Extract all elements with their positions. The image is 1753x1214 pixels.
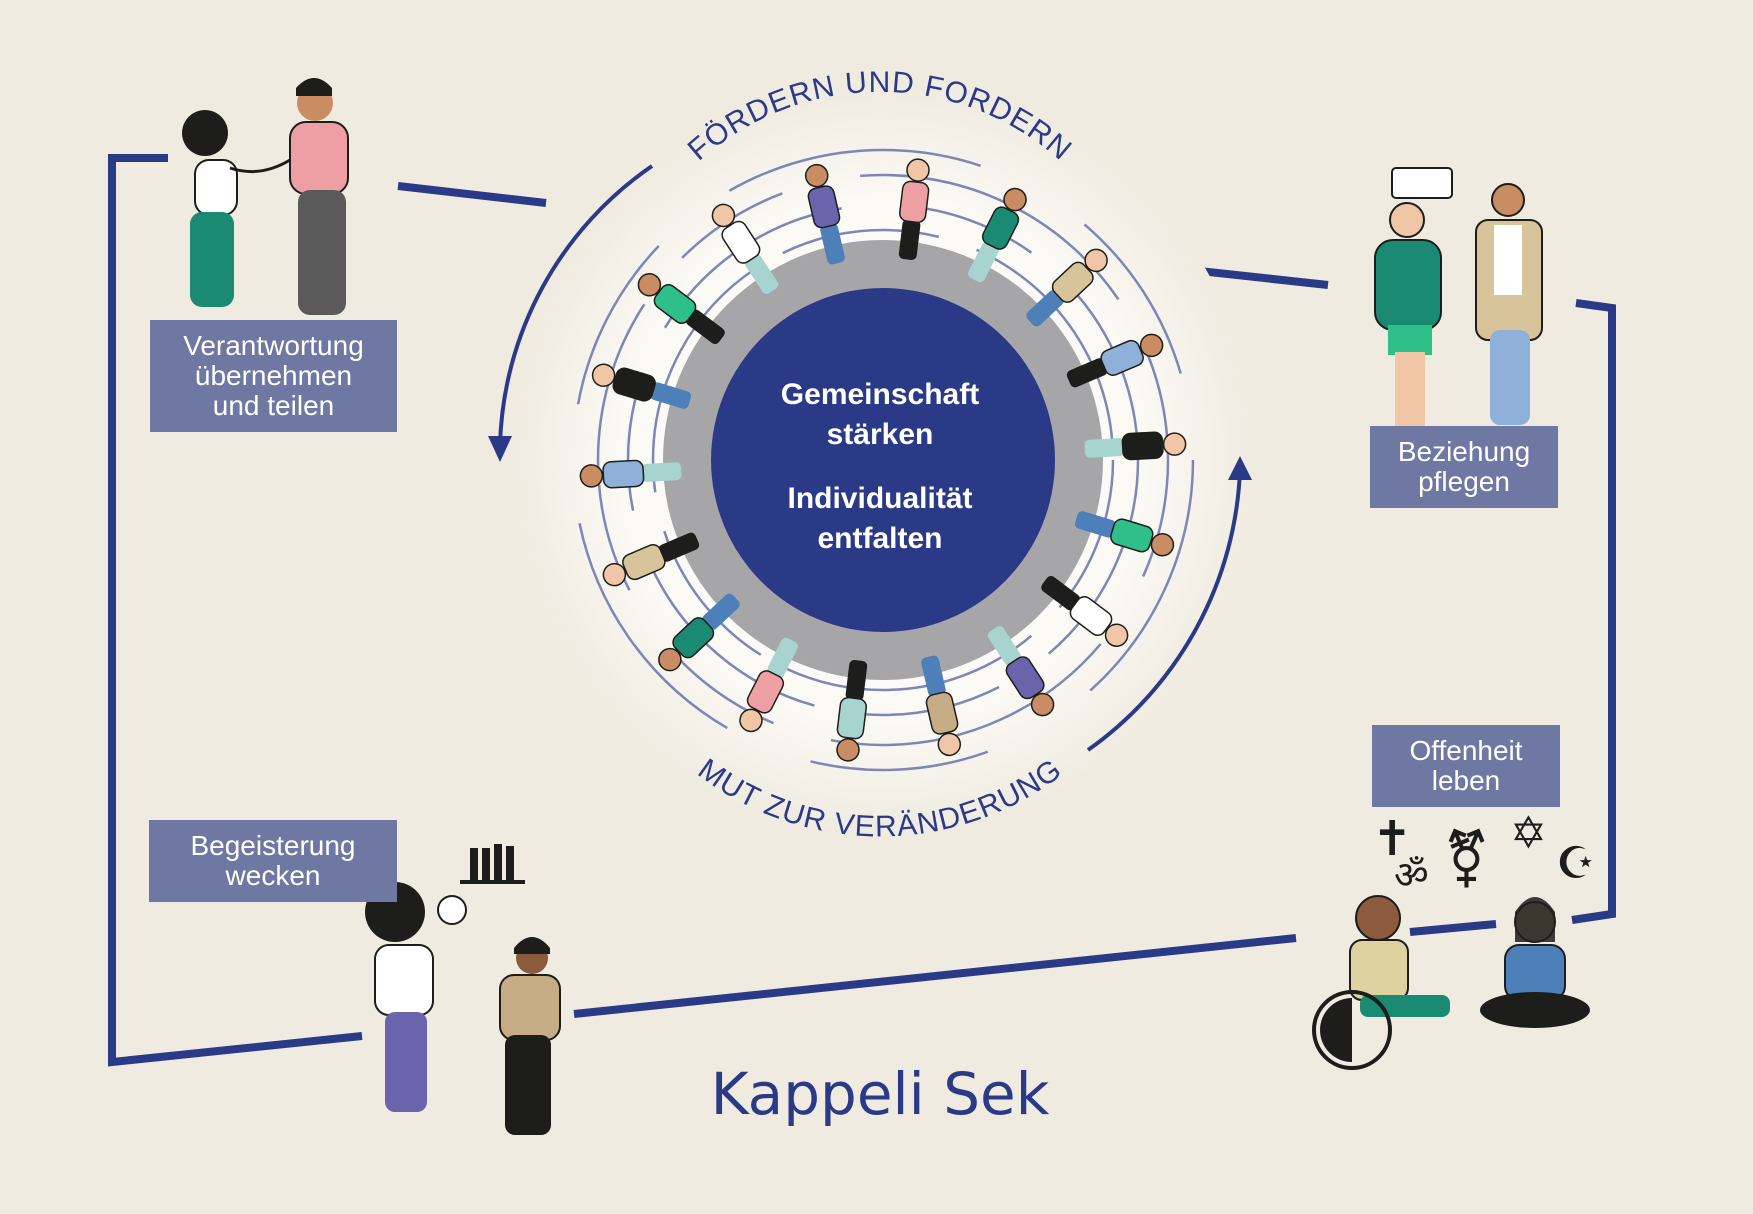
label-offenheit-line1: Offenheit [1409, 735, 1523, 766]
ring-person [1041, 575, 1129, 647]
crescent-icon: ☪ [1556, 838, 1595, 889]
arrow-head-right [1228, 456, 1252, 480]
ring-person [658, 593, 740, 672]
label-begeisterung-line2: wecken [225, 860, 321, 891]
illustration-handshake [182, 78, 349, 315]
center-text-line1: Gemeinschaft [781, 378, 979, 411]
ring-person [836, 660, 868, 762]
label-offenheit-line2: leben [1431, 765, 1501, 796]
label-verantwortung-line3: und teilen [212, 390, 335, 421]
cycle-arrows [498, 164, 1242, 752]
identity-symbols: ✝ ॐ ⚧ ✡ ☪ [1372, 808, 1595, 897]
ring-person [711, 203, 779, 294]
brand-title: Kappeli Sek [710, 1060, 1050, 1128]
om-icon: ॐ [1394, 853, 1429, 897]
ring-person [1066, 333, 1164, 388]
center-text-line2: stärken [827, 418, 934, 451]
ring-person [591, 363, 692, 409]
ring-person [1084, 431, 1187, 461]
arrow-head-left [488, 436, 512, 462]
ring-person [921, 655, 962, 757]
label-verantwortung-line2: übernehmen [194, 360, 353, 391]
ring-person [602, 532, 700, 587]
ring-person [1074, 511, 1175, 557]
ring-person [1026, 248, 1108, 327]
ring-person [637, 273, 725, 345]
label-beziehung-line1: Beziehung [1397, 436, 1531, 467]
illustration-walking-pair [1374, 167, 1543, 427]
label-verantwortung-line1: Verantwortung [183, 330, 364, 361]
concentric-rings [571, 148, 1195, 772]
ring-people-group [579, 158, 1187, 762]
ring-person [968, 187, 1027, 283]
label-begeisterung-line1: Begeisterung [190, 830, 356, 861]
gender-icon: ⚧ [1443, 827, 1490, 892]
center-core [711, 288, 1055, 632]
ring-person [804, 163, 845, 265]
ring-person [898, 158, 930, 260]
label-begeisterung: Begeisterung wecken [149, 820, 397, 902]
ring-person [739, 637, 798, 733]
ring-person [987, 626, 1055, 717]
label-verantwortung: Verantwortung übernehmen und teilen [150, 320, 397, 432]
label-offenheit: Offenheit leben [1372, 725, 1560, 807]
ring-person [579, 459, 682, 489]
illustration-enthusiasm [365, 844, 561, 1135]
center-text-line4: entfalten [817, 522, 942, 555]
illustration-inclusion [1312, 895, 1590, 1070]
star-of-david-icon: ✡ [1510, 808, 1547, 859]
cross-icon: ✝ [1372, 811, 1412, 867]
label-beziehung-line2: pflegen [1418, 466, 1510, 497]
label-beziehung: Beziehung pflegen [1370, 426, 1558, 508]
center-text-line3: Individualität [787, 482, 972, 515]
